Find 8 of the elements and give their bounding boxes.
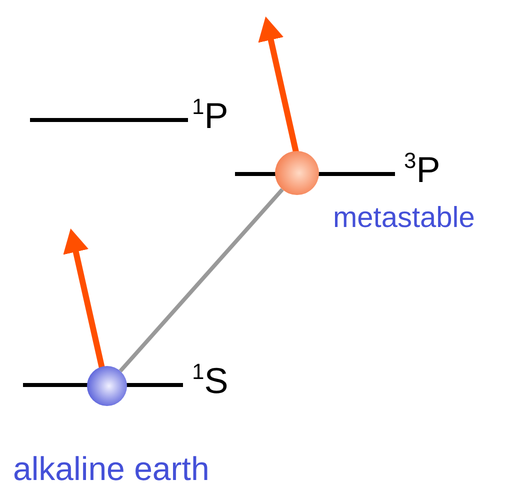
state-caption: metastable [333, 204, 475, 233]
state-caption: alkaline earth [13, 452, 210, 485]
particle-ball [87, 366, 127, 406]
term-symbol: $^{1}$S [192, 363, 228, 399]
term-symbol: $^{1}$P [192, 98, 228, 134]
term-symbol: $^{3}$P [404, 152, 440, 188]
particle-ball [275, 151, 319, 195]
connector-line [118, 188, 284, 372]
